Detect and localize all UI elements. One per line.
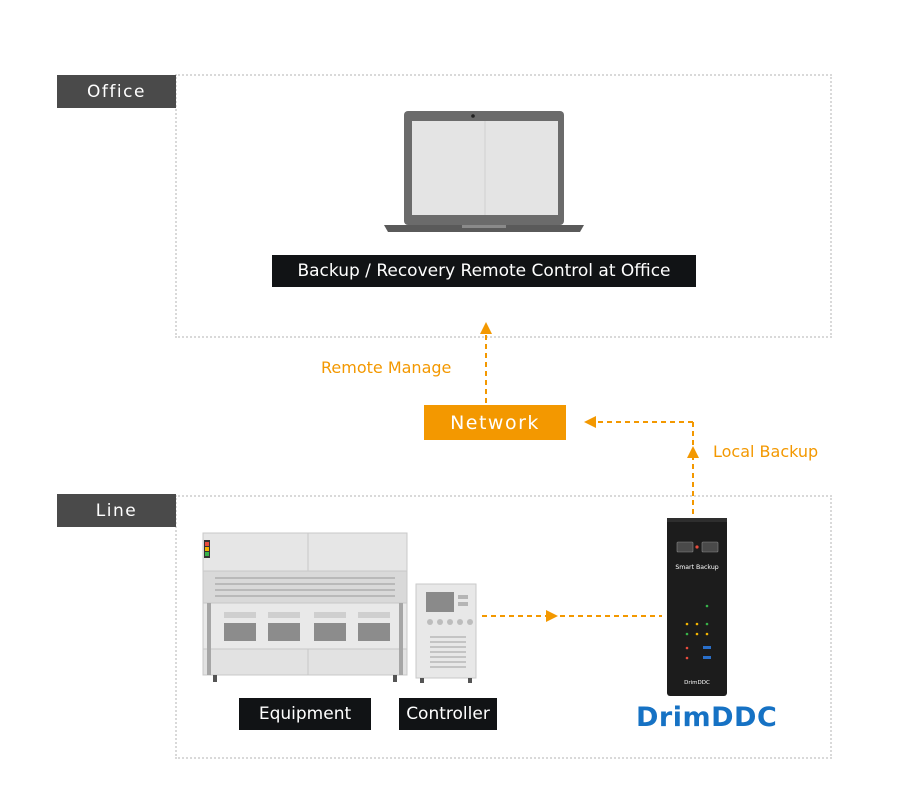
line-zone — [175, 495, 832, 759]
network-box: Network — [424, 405, 566, 440]
office-zone — [175, 74, 832, 338]
controller-caption: Controller — [399, 698, 497, 730]
office-zone-label: Office — [57, 75, 176, 108]
local-backup-label: Local Backup — [713, 442, 819, 461]
equipment-caption: Equipment — [239, 698, 371, 730]
drimddc-logo: DrimDDC — [636, 702, 778, 733]
controller-icon — [415, 583, 477, 683]
laptop-icon — [384, 111, 584, 232]
equipment-icon — [202, 532, 408, 682]
smart-backup-label: Smart Backup — [675, 564, 718, 571]
line-zone-label: Line — [57, 494, 176, 527]
smart-backup-device-icon: Smart Backup DrimDDC — [667, 518, 727, 696]
laptop-caption: Backup / Recovery Remote Control at Offi… — [272, 255, 696, 287]
remote-manage-label: Remote Manage — [321, 358, 452, 377]
smart-backup-brand-small: DrimDDC — [684, 680, 710, 686]
